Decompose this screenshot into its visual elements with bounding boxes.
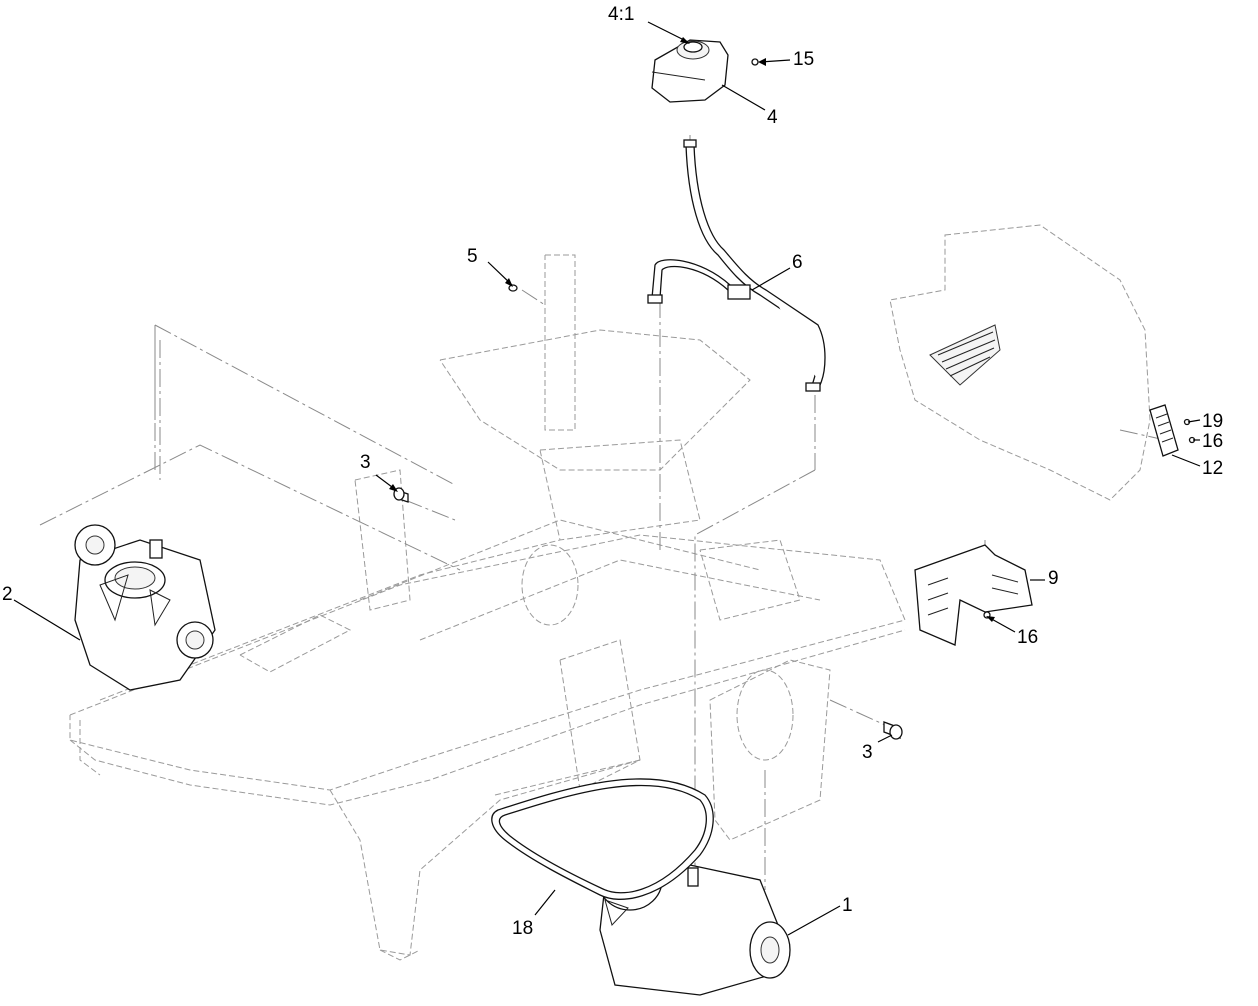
bolt-5-part bbox=[508, 284, 518, 292]
callout-4-1: 4:1 bbox=[608, 4, 634, 25]
hose-part bbox=[647, 139, 826, 392]
callout-9: 9 bbox=[1048, 568, 1059, 589]
callout-3-lower: 3 bbox=[862, 742, 873, 763]
callout-16-upper: 16 bbox=[1202, 431, 1223, 452]
leader-lines bbox=[13, 21, 1201, 936]
callout-2: 2 bbox=[2, 584, 13, 605]
reservoir-tank-part bbox=[651, 39, 759, 103]
mower-frame-phantom bbox=[69, 254, 906, 961]
callout-1: 1 bbox=[842, 895, 853, 916]
callout-labels: 4:1 15 4 5 6 19 16 12 3 2 9 16 3 18 1 bbox=[2, 4, 1223, 939]
callout-18: 18 bbox=[512, 918, 533, 939]
callout-5: 5 bbox=[467, 246, 478, 267]
callout-12: 12 bbox=[1202, 458, 1223, 479]
callout-3-upper: 3 bbox=[360, 452, 371, 473]
hydro-pump-2-part bbox=[74, 524, 216, 691]
callout-16-lower: 16 bbox=[1017, 627, 1038, 648]
heat-shield-9-part bbox=[914, 544, 1033, 646]
alignment-lines bbox=[39, 135, 1166, 890]
screen-12-part bbox=[1149, 404, 1196, 457]
callout-15: 15 bbox=[793, 49, 814, 70]
callout-19: 19 bbox=[1202, 411, 1223, 432]
bolt-3-upper-part bbox=[393, 487, 409, 503]
callout-6: 6 bbox=[792, 252, 803, 273]
callout-4: 4 bbox=[767, 107, 778, 128]
drive-belt-18-part bbox=[491, 778, 714, 900]
bolt-3-lower-part bbox=[883, 721, 903, 740]
rear-shroud-part bbox=[889, 224, 1151, 501]
